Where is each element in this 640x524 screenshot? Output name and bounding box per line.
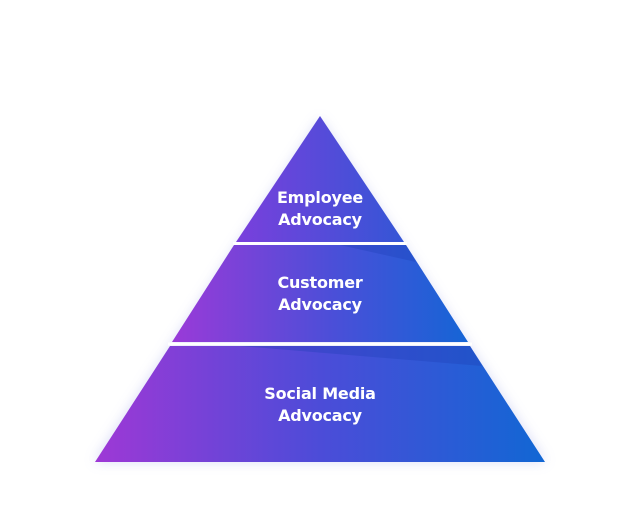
tier-label-social-media-advocacy: Social Media Advocacy <box>0 383 640 427</box>
tier-middle-shape <box>172 245 468 342</box>
tier-top-shape <box>236 116 404 242</box>
tier-label-line1: Social Media <box>264 384 376 403</box>
tier-label-line2: Advocacy <box>278 406 362 425</box>
tier-label-line1: Customer <box>277 273 363 292</box>
tier-label-line2: Advocacy <box>278 295 362 314</box>
tier-label-customer-advocacy: Customer Advocacy <box>0 272 640 316</box>
tier-label-line1: Employee <box>276 188 364 207</box>
tier-bottom-shape <box>95 346 545 462</box>
tier-label-line2: Advocacy <box>278 210 362 229</box>
tier-label-employee-advocacy: Employee Advocacy <box>0 187 640 231</box>
fold-shade-bottom <box>240 346 482 366</box>
fold-shade-middle <box>340 245 416 262</box>
